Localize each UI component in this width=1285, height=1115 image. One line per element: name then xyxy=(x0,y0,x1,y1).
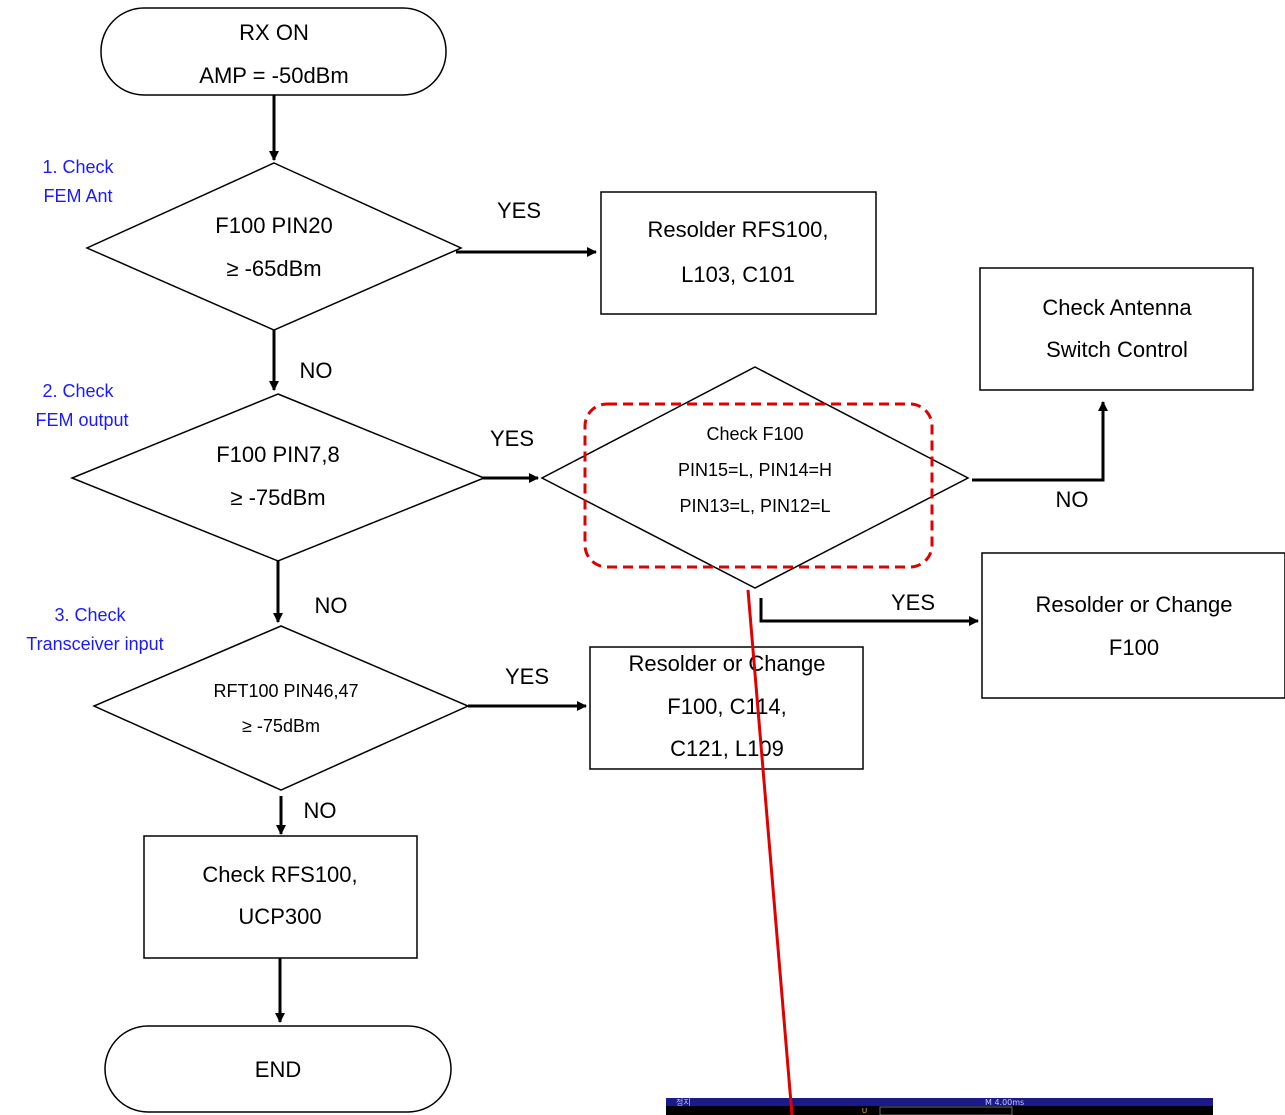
scope-marker: U xyxy=(862,1108,867,1115)
highlight-pointer-line xyxy=(746,589,794,1115)
oscilloscope-screenshot: 정지 M 4.00ms U xyxy=(666,1097,1213,1115)
step2-label-line2: FEM output xyxy=(35,410,128,430)
connector-check-f100-no xyxy=(972,401,1108,482)
decision-transceiver-input: RFT100 PIN46,47 ≥ -75dBm xyxy=(92,625,470,791)
end-label: END xyxy=(255,1057,301,1082)
antenna-line1: Check Antenna xyxy=(1042,295,1192,320)
decision3-no-label: NO xyxy=(304,798,337,823)
action3-line2: F100, C114, xyxy=(667,694,786,719)
step2-label-line1: 2. Check xyxy=(42,381,114,401)
scope-timebase: M 4.00ms xyxy=(985,1098,1024,1107)
action-resolder-change-f100-c114: Resolder or Change F100, C114, C121, L10… xyxy=(589,646,864,770)
final-line2: UCP300 xyxy=(238,904,321,929)
resolder-f100-line2: F100 xyxy=(1109,635,1159,660)
decision1-line1: F100 PIN20 xyxy=(215,213,332,238)
connector-check-f100-yes xyxy=(759,598,979,626)
step1-label-line2: FEM Ant xyxy=(43,186,112,206)
action-resolder-rfs100: Resolder RFS100, L103, C101 xyxy=(600,191,877,315)
start-terminator: RX ON AMP = -50dBm xyxy=(100,7,447,96)
decision1-no-label: NO xyxy=(300,358,333,383)
decision1-yes-label: YES xyxy=(497,198,541,223)
decision3-line1: RFT100 PIN46,47 xyxy=(213,681,358,701)
action1-line2: L103, C101 xyxy=(681,262,795,287)
decision2-yes-label: YES xyxy=(490,426,534,451)
final-line1: Check RFS100, xyxy=(202,862,357,887)
decision-check-f100: Check F100 PIN15=L, PIN14=H PIN13=L, PIN… xyxy=(540,366,970,589)
action1-line1: Resolder RFS100, xyxy=(648,217,829,242)
check-f100-line1: Check F100 xyxy=(706,424,803,444)
step3-label-line2: Transceiver input xyxy=(26,634,163,654)
step1-label-line1: 1. Check xyxy=(42,157,114,177)
decision2-no-label: NO xyxy=(315,593,348,618)
decision-fem-output: F100 PIN7,8 ≥ -75dBm xyxy=(70,393,486,562)
step3-label-line1: 3. Check xyxy=(54,605,126,625)
check-f100-line3: PIN13=L, PIN12=L xyxy=(679,496,830,516)
action3-line1: Resolder or Change xyxy=(629,651,826,676)
check-f100-no-label: NO xyxy=(1056,487,1089,512)
decision2-line2: ≥ -75dBm xyxy=(230,485,325,510)
end-terminator: END xyxy=(104,1025,452,1113)
start-line1: RX ON xyxy=(239,20,309,45)
decision3-yes-label: YES xyxy=(505,664,549,689)
action-check-antenna-switch: Check Antenna Switch Control xyxy=(979,267,1254,391)
resolder-f100-line1: Resolder or Change xyxy=(1036,592,1233,617)
decision-fem-ant: F100 PIN20 ≥ -65dBm xyxy=(85,162,463,331)
start-line2: AMP = -50dBm xyxy=(199,63,348,88)
highlight-region xyxy=(583,402,934,569)
decision3-line2: ≥ -75dBm xyxy=(242,716,320,736)
antenna-line2: Switch Control xyxy=(1046,337,1188,362)
check-f100-line2: PIN15=L, PIN14=H xyxy=(678,460,832,480)
decision2-line1: F100 PIN7,8 xyxy=(216,442,340,467)
check-f100-yes-label: YES xyxy=(891,590,935,615)
action-check-rfs100-ucp300: Check RFS100, UCP300 xyxy=(143,835,418,959)
scope-status: 정지 xyxy=(676,1097,691,1107)
action3-line3: C121, L109 xyxy=(670,736,784,761)
action-resolder-f100: Resolder or Change F100 xyxy=(981,552,1285,699)
decision1-line2: ≥ -65dBm xyxy=(226,256,321,281)
